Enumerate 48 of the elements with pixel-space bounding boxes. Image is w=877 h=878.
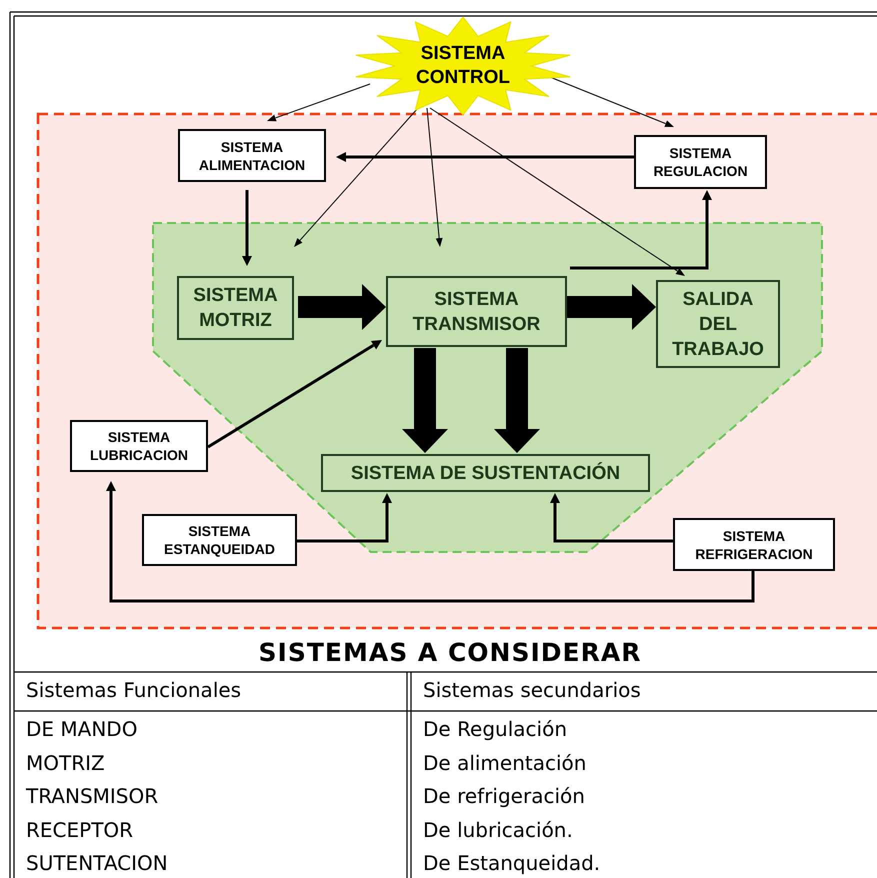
table-cell: MOTRIZ <box>26 750 105 775</box>
system-boundary <box>37 113 877 629</box>
node-label: SISTEMA REGULACION <box>652 144 749 180</box>
node-label: SISTEMA DE SUSTENTACIÓN <box>350 461 620 486</box>
node-label: SISTEMA ESTANQUEIDAD <box>163 522 276 558</box>
arrow <box>426 108 443 247</box>
system-box <box>634 135 767 189</box>
arrow <box>430 108 685 276</box>
system-box <box>70 420 208 472</box>
system-box <box>386 276 567 347</box>
system-box <box>142 514 297 566</box>
arrow <box>106 481 754 602</box>
block-arrow <box>402 348 448 453</box>
table-cell: De Regulación <box>423 717 568 741</box>
table-cell: De refrigeración <box>423 784 585 808</box>
node-label: SISTEMA TRANSMISOR <box>412 288 542 336</box>
block-arrow <box>567 284 656 330</box>
arrow <box>294 108 418 247</box>
control-burst <box>353 17 573 115</box>
node-label: SISTEMA REFRIGERACION <box>694 526 814 562</box>
table-title: SISTEMAS A CONSIDERAR <box>258 638 642 667</box>
system-box <box>673 518 835 571</box>
system-box <box>178 129 326 182</box>
table-cell: DE MANDO <box>26 717 138 741</box>
node-label: SISTEMA CONTROL <box>415 42 511 90</box>
table-cell: RECEPTOR <box>26 818 134 842</box>
table-cell: De lubricación. <box>423 818 573 842</box>
system-box <box>321 454 650 492</box>
block-arrow <box>494 348 540 453</box>
arrow <box>336 152 634 162</box>
arrow <box>550 493 673 542</box>
node-label: SISTEMA LUBRICACION <box>89 428 189 464</box>
table-cell: TRANSMISOR <box>26 784 158 808</box>
column-header: Sistemas secundarios <box>423 678 641 702</box>
node-label: SALIDA DEL TRABAJO <box>671 288 765 362</box>
system-box <box>177 276 294 340</box>
column-header: Sistemas Funcionales <box>26 678 242 702</box>
node-label: SISTEMA MOTRIZ <box>192 284 279 333</box>
block-arrow <box>298 284 386 330</box>
table-cell: De alimentación <box>423 750 586 775</box>
arrow <box>242 190 252 266</box>
node-label: SISTEMA ALIMENTACION <box>198 138 306 174</box>
system-box <box>656 280 780 368</box>
arrow <box>570 190 712 270</box>
table-cell: De Estanqueidad. <box>423 851 600 876</box>
arrow <box>207 340 382 448</box>
table-cell: SUTENTACION <box>26 851 168 876</box>
arrow <box>297 493 392 542</box>
